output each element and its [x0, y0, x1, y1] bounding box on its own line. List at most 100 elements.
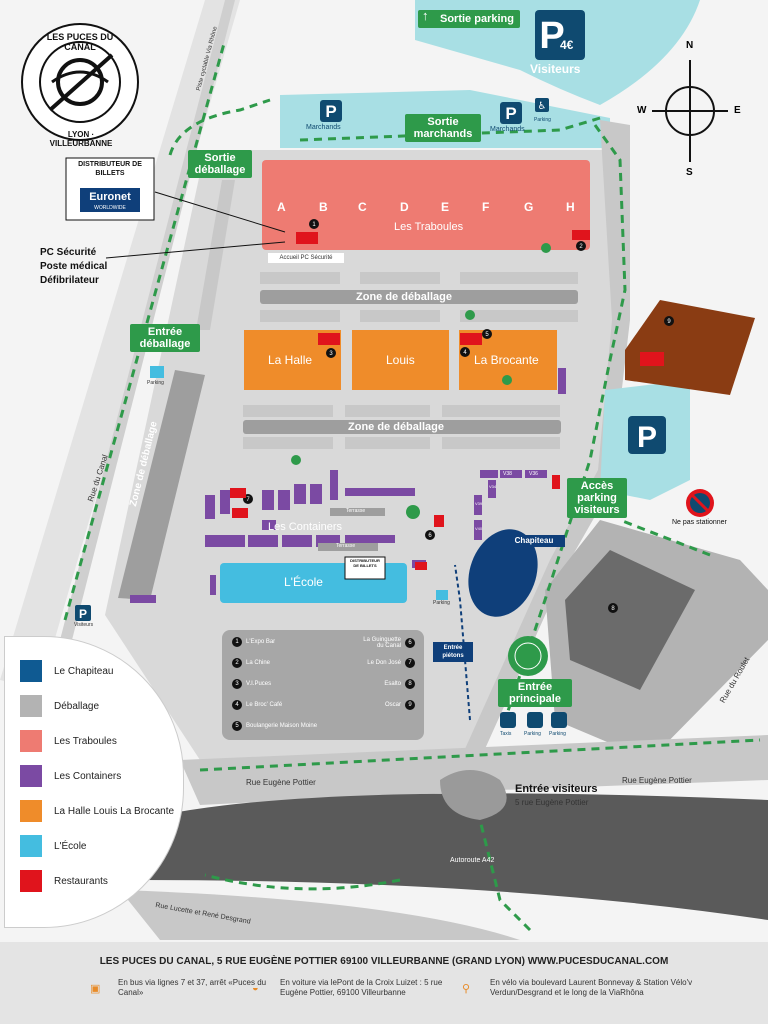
legend-swatch [20, 765, 42, 787]
bike-icon [551, 712, 567, 728]
legend-item: Déballage [20, 695, 99, 717]
marker-9: 9 [667, 319, 671, 325]
col-f: F [482, 200, 490, 214]
compass-w: W [637, 105, 647, 116]
parking-disabled-icon [535, 98, 549, 112]
logo-icon [21, 23, 139, 141]
zone-deballage-2-label: Zone de déballage [348, 421, 444, 433]
poi-number: 9 [405, 700, 415, 710]
col-c: C [358, 200, 367, 214]
parking-visiteurs-small-icon [75, 605, 91, 621]
autoroute-a42-road [140, 793, 768, 920]
legend-swatch [20, 730, 42, 752]
parking-visiteurs-label: Visiteurs [530, 62, 581, 76]
svg-text:P: P [79, 607, 87, 621]
euronet-sub: WORLDWIDE [94, 205, 126, 211]
legend-label: Les Containers [54, 770, 122, 782]
terrasse-1-label: Terrasse [346, 508, 366, 514]
poi-number: 5 [232, 721, 242, 731]
entree-pietons-label: Entrée piétons [433, 642, 473, 662]
traboules-label: Les Traboules [394, 221, 464, 233]
poi-item: 5 Boulangerie Maison Moine [232, 721, 350, 731]
code-v34: V34 [489, 484, 497, 489]
entree-principale-label: Entrée principale [498, 679, 572, 707]
containers-group [130, 368, 566, 603]
parking-bike-label: Parking [147, 380, 164, 386]
legend-item: Les Containers [20, 765, 121, 787]
col-h: H [566, 200, 575, 214]
svg-text:♿: ♿ [538, 101, 547, 112]
louis-label: Louis [386, 353, 415, 367]
legend-item: Le Chapiteau [20, 660, 114, 682]
marchands-right-label: Marchands [490, 126, 525, 133]
marchands-left-label: Marchands [306, 124, 341, 131]
street-pottier-right: Rue Eugène Pottier [622, 776, 692, 785]
marker-6: 6 [428, 533, 432, 539]
legend-item: Restaurants [20, 870, 108, 892]
footer-bike: En vélo via boulevard Laurent Bonnevay &… [490, 978, 693, 997]
entree-visiteurs-title: Entrée visiteurs [515, 783, 598, 795]
legend-label: L'École [54, 840, 87, 852]
parking-bike-2-label: Parking [433, 600, 450, 606]
svg-text:P: P [325, 102, 336, 121]
sortie-deballage-label: Sortie déballage [188, 150, 252, 178]
parking-p4-icon [535, 10, 585, 60]
distributor-label-small: DISTRIBUTEUR DE BILLETS [350, 558, 380, 568]
footer-bus: En bus via lignes 7 et 37, arrêt «Puces … [118, 978, 267, 997]
marker-4: 4 [463, 350, 467, 356]
zone-oscar [625, 300, 755, 395]
marker-8: 8 [611, 606, 615, 612]
col-e: E [441, 200, 450, 214]
parking-right-icon [628, 416, 666, 454]
no-parking-label: Ne pas stationner [672, 519, 727, 526]
street-pottier-left: Rue Eugène Pottier [246, 778, 316, 787]
legend-swatch [20, 835, 42, 857]
poi-number: 3 [232, 679, 242, 689]
sortie-marchands-label: Sortie marchands [405, 114, 481, 142]
bike-parking-2-icon [436, 590, 448, 600]
chapiteau-shape [468, 529, 538, 617]
compass-icon [652, 60, 728, 162]
legend-swatch [20, 800, 42, 822]
marker-3: 3 [329, 351, 333, 357]
legend-label: Déballage [54, 700, 100, 712]
security-info: PC Sécurité Poste médical Défibrilateur [40, 246, 107, 288]
parking-small-label: Parking [534, 117, 551, 123]
street-a42: Autoroute A42 [450, 857, 495, 864]
compass-n: N [686, 40, 694, 51]
parking-visiteurs-small-label: Visiteurs [74, 622, 94, 628]
legend-swatch [20, 695, 42, 717]
poi-name: Le Broc' Café [246, 702, 283, 708]
col-a: A [277, 200, 286, 214]
poi-name: Boulangerie Maison Moine [246, 723, 318, 729]
col-d: D [400, 200, 409, 214]
legend-label: Les Traboules [54, 735, 117, 747]
entree-deballage-label: Entrée déballage [130, 324, 200, 352]
legend-swatch [20, 660, 42, 682]
sortie-parking-label: Sortie parking [418, 10, 520, 28]
containers-label: Les Containers [268, 521, 342, 533]
traboules-block [262, 160, 590, 250]
code-v39: V39 [475, 501, 483, 506]
ecole-label: L'École [284, 575, 323, 589]
security-line-3: Défibrilateur [40, 275, 99, 286]
zone-deballage-left [118, 370, 205, 600]
legend-label: Le Chapiteau [54, 665, 114, 677]
distributor-label: DISTRIBUTEUR DE BILLETS [78, 161, 142, 177]
logo-top-text: LES PUCES DU CANAL [46, 32, 114, 52]
transport-parking-2-label: Parking [549, 731, 566, 737]
poi-name: La Guinguette du Canal [363, 637, 401, 649]
security-line-2: Poste médical [40, 261, 108, 272]
poi-number: 1 [232, 637, 242, 647]
zone-deballage-1-label: Zone de déballage [356, 291, 452, 303]
zone-esalto [565, 550, 695, 690]
transport-parking-1-label: Parking [524, 731, 541, 737]
legend-label: La Halle Louis La Brocante [54, 805, 175, 817]
accueil-label: Accueil PC Sécurité [268, 253, 344, 263]
